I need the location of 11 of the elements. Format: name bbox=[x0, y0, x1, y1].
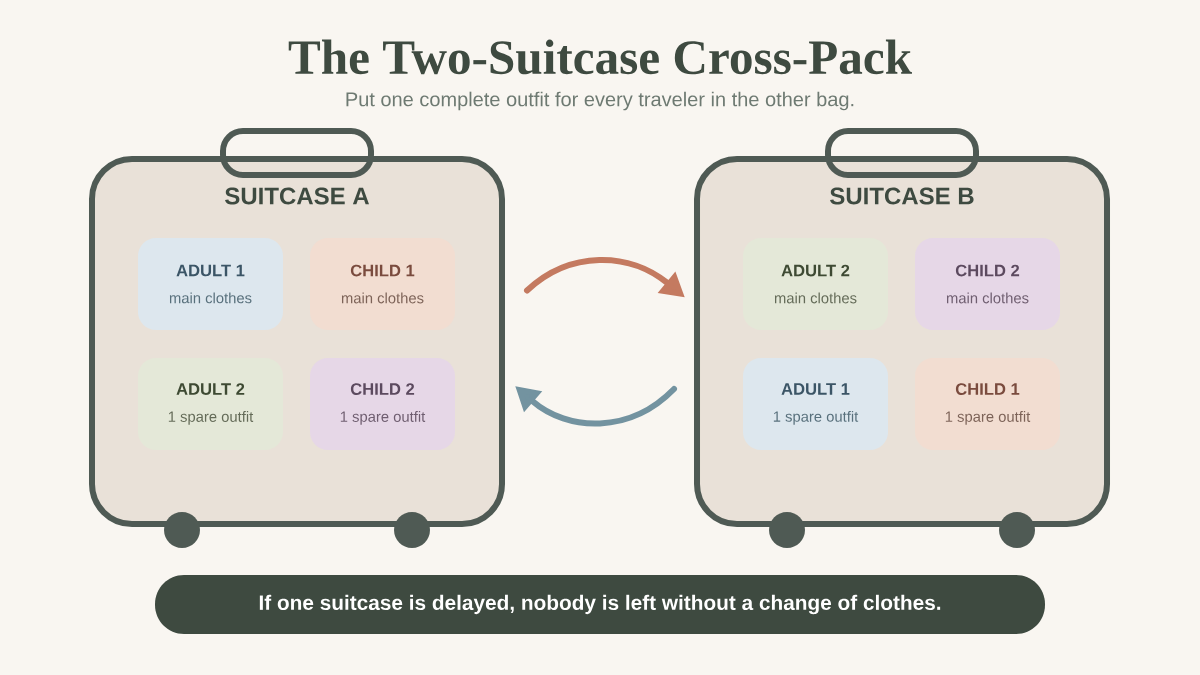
banner: If one suitcase is delayed, nobody is left without a change of clothes. bbox=[155, 575, 1045, 634]
subtitle: Put one complete outfit for every traveler in the other bag. bbox=[346, 91, 854, 111]
outfit-card: CHILD 2 main clothes bbox=[915, 238, 1060, 330]
outfit-card: ADULT 1 main clothes bbox=[138, 238, 283, 330]
outfit-card: ADULT 2 main clothes bbox=[743, 238, 888, 330]
outfit-card: CHILD 2 1 spare outfit bbox=[310, 358, 455, 450]
outfit-card: CHILD 1 main clothes bbox=[310, 238, 455, 330]
title: The Two-Suitcase Cross-Pack bbox=[288, 39, 912, 75]
outfit-card: ADULT 2 1 spare outfit bbox=[138, 358, 283, 450]
outfit-card: CHILD 1 1 spare outfit bbox=[915, 358, 1060, 450]
outfit-card: ADULT 1 1 spare outfit bbox=[743, 358, 888, 450]
